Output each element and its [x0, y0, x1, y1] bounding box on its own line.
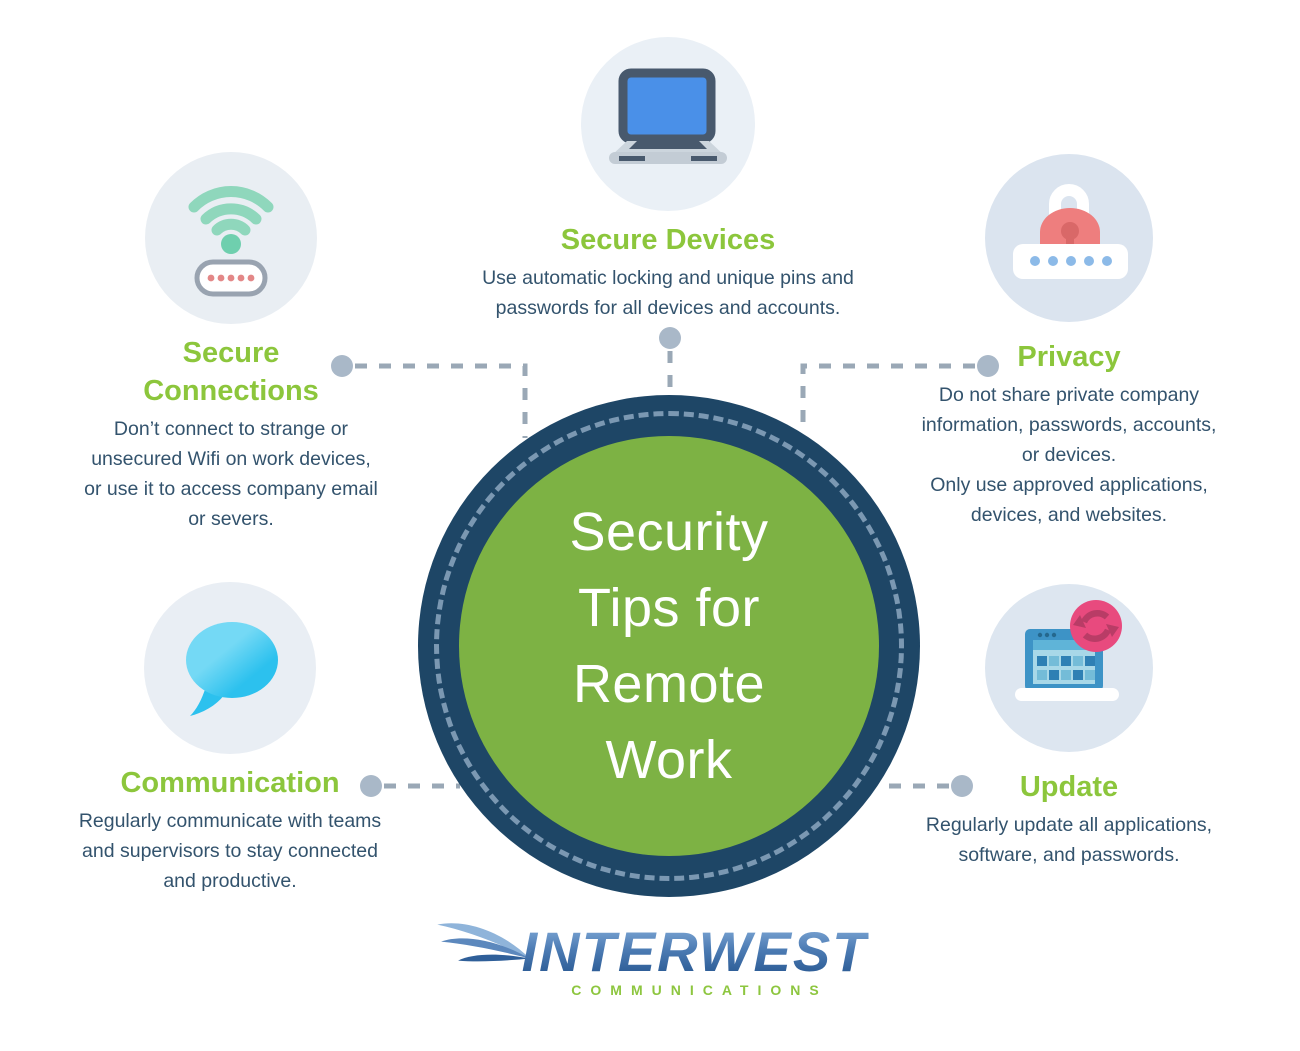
tip-secure-connections-body: Don’t connect to strange or unsecured Wi… — [84, 418, 378, 530]
interwest-logo: INTERWEST COMMUNICATIONS — [432, 920, 869, 998]
wifi-router-icon — [145, 152, 317, 324]
tip-privacy-title: Privacy — [1017, 341, 1121, 373]
connector-dot-update — [951, 775, 973, 797]
tip-communication: Communication Regularly communicate with… — [50, 582, 410, 896]
tip-communication-body: Regularly communicate with teams and sup… — [78, 810, 382, 892]
tip-update: Update Regularly update all applications… — [889, 584, 1249, 870]
laptop-refresh-icon — [985, 584, 1153, 752]
logo-swoosh-icon — [437, 923, 530, 962]
connector-dot-privacy — [977, 355, 999, 377]
connector-dot-secure-connections — [331, 355, 353, 377]
tip-secure-devices: Secure Devices Use automatic locking and… — [408, 37, 928, 323]
connector-dot-secure-devices — [659, 327, 681, 349]
chat-bubble-icon — [144, 582, 316, 754]
logo-tagline: COMMUNICATIONS — [571, 982, 828, 998]
tip-secure-connections-title: Secure Connections — [143, 337, 319, 407]
connector-dot-communication — [360, 775, 382, 797]
center-green-circle: Security Tips for Remote Work — [459, 436, 879, 856]
infographic-title: Security Tips for Remote Work — [569, 502, 769, 790]
password-lock-icon — [985, 154, 1153, 322]
connector-privacy — [800, 363, 975, 432]
tip-privacy: Privacy Do not share private company inf… — [889, 154, 1249, 530]
center-dashed-ring — [434, 411, 904, 881]
laptop-icon — [581, 37, 755, 211]
connector-secure-connections — [355, 363, 528, 438]
center-circle: Security Tips for Remote Work — [418, 395, 920, 897]
tip-update-body: Regularly update all applications, softw… — [925, 814, 1213, 866]
tip-update-title: Update — [1019, 771, 1119, 803]
tip-secure-devices-body: Use automatic locking and unique pins an… — [482, 267, 854, 319]
tip-communication-title: Communication — [120, 767, 340, 799]
tip-secure-connections: Secure Connections Don’t connect to stra… — [51, 152, 411, 534]
tip-secure-devices-title: Secure Devices — [560, 224, 776, 256]
logo-name: INTERWEST — [521, 920, 869, 983]
tip-privacy-body: Do not share private company information… — [921, 384, 1217, 526]
